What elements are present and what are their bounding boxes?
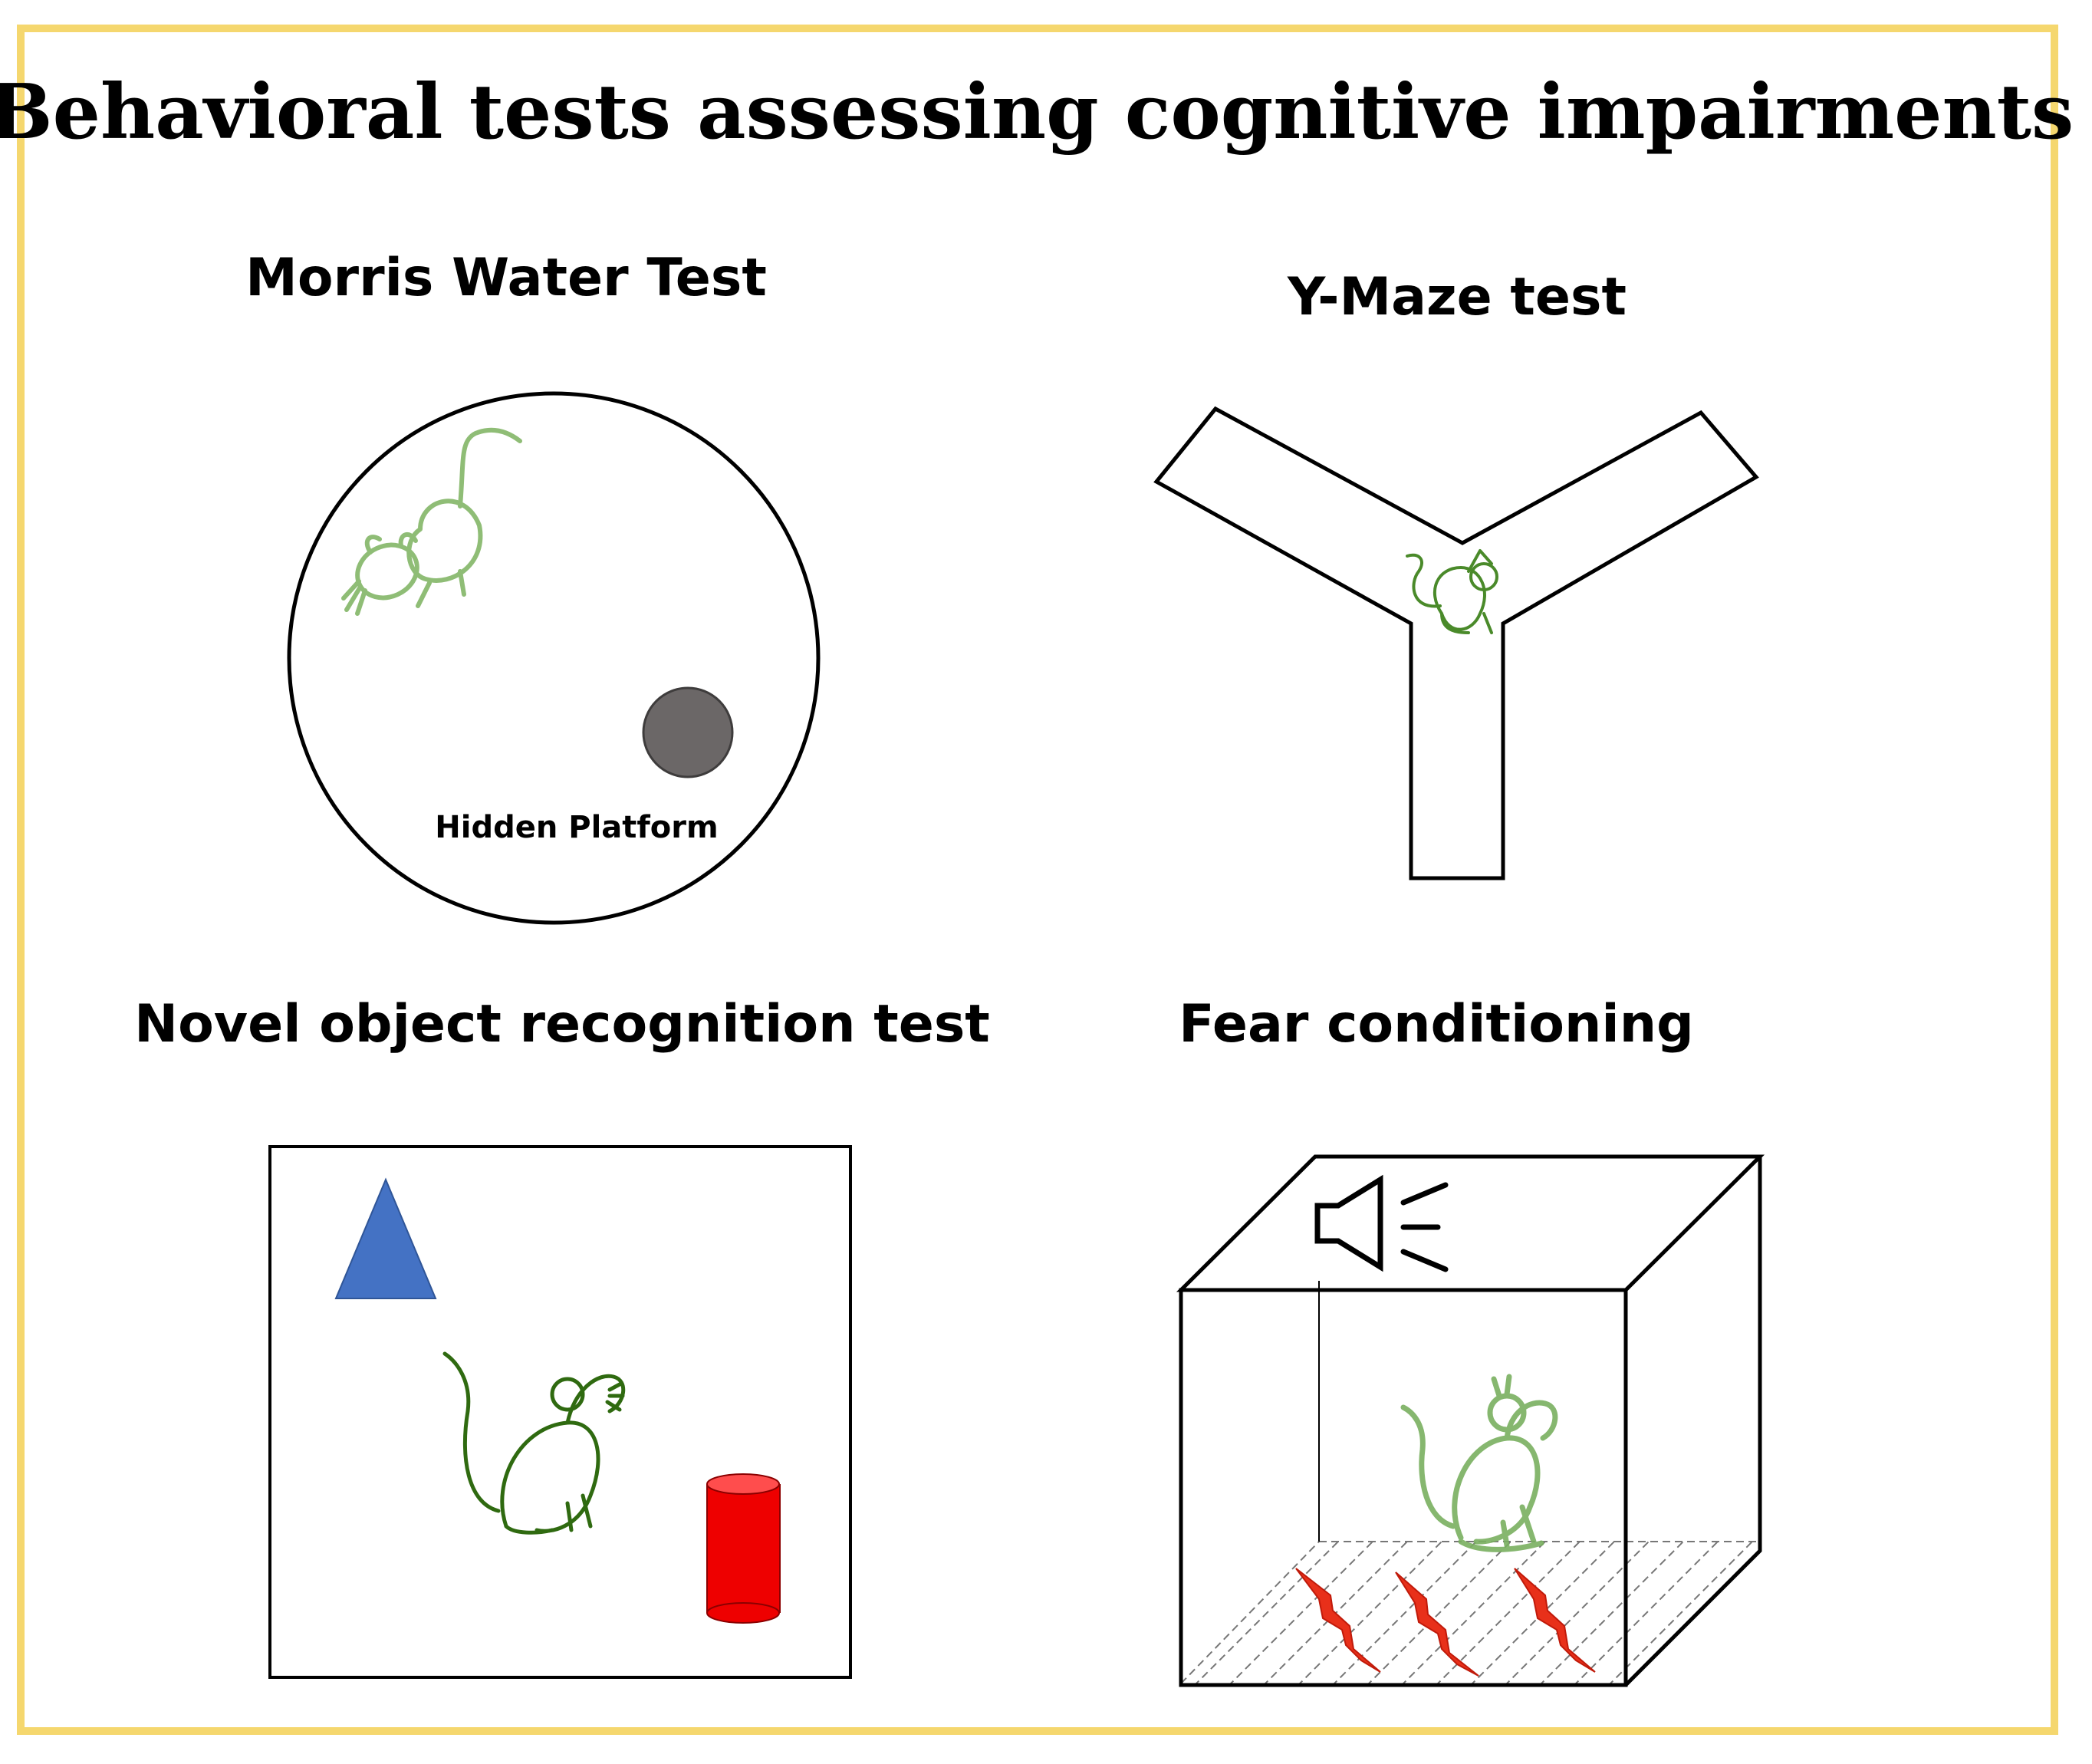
hidden-platform (642, 686, 734, 778)
mouse-icon (1406, 549, 1498, 634)
fear-panel-title: Fear conditioning (1179, 994, 1694, 1055)
mouse-icon (442, 1351, 626, 1535)
mouse-icon (341, 427, 522, 616)
shock-grid-floor (1181, 1542, 1760, 1683)
water-pool (287, 391, 821, 925)
lightning-icon (1295, 1568, 1596, 1677)
triangle-object (334, 1177, 437, 1299)
cylinder-object (706, 1473, 781, 1624)
ymaze-panel-title: Y-Maze test (1287, 267, 1627, 327)
open-field-arena (268, 1145, 852, 1679)
mouse-icon (1400, 1374, 1558, 1552)
morris-water-panel: Morris Water Test Hidden Platform (245, 248, 821, 925)
morris-panel-title: Morris Water Test (245, 248, 767, 308)
novel-object-panel-title: Novel object recognition test (134, 994, 990, 1055)
y-maze-panel: Y-Maze test (1153, 267, 1759, 880)
y-maze (1153, 406, 1759, 880)
platform-label: Hidden Platform (435, 810, 718, 845)
speaker-icon (1314, 1174, 1449, 1272)
novel-object-panel: Novel object recognition test (134, 994, 990, 1679)
figure-border (17, 25, 2058, 1735)
figure-title: Behavioral tests assessing cognitive imp… (0, 68, 2074, 156)
conditioning-chamber (1176, 1154, 1765, 1687)
fear-conditioning-panel: Fear conditioning (1176, 994, 1765, 1687)
